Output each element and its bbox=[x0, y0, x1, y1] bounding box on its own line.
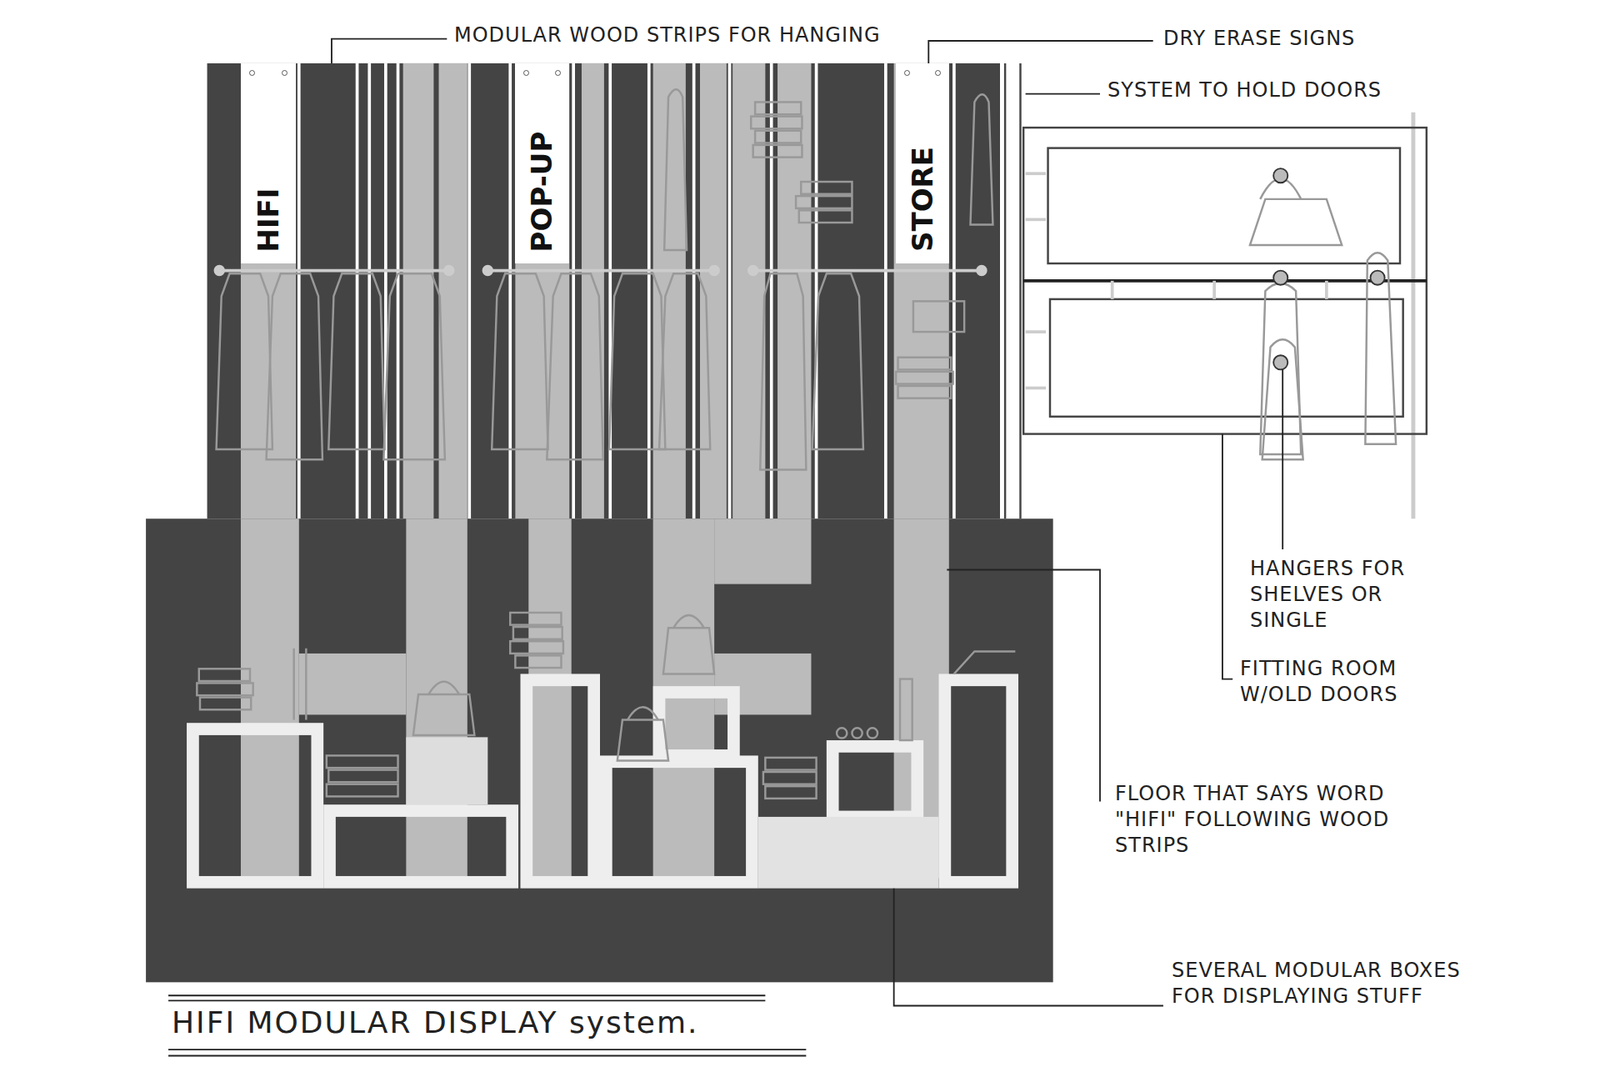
dry-erase-sign: HIFI bbox=[240, 63, 296, 264]
callout-label: FITTING ROOM W/OLD DOORS bbox=[1240, 655, 1450, 708]
screw-dot bbox=[935, 70, 941, 76]
callout-label: SEVERAL MODULAR BOXES FOR DISPLAYING STU… bbox=[1171, 957, 1468, 1010]
screw-dot bbox=[555, 70, 561, 76]
callout-label: MODULAR WOOD STRIPS FOR HANGING bbox=[454, 22, 881, 49]
callout-label: DRY ERASE SIGNS bbox=[1163, 25, 1355, 52]
callout-label: FLOOR THAT SAYS WORD "HIFI" FOLLOWING WO… bbox=[1115, 780, 1432, 860]
sign-text: POP-UP bbox=[525, 130, 560, 252]
dry-erase-sign: POP-UP bbox=[515, 63, 570, 264]
callout-label: SYSTEM TO HOLD DOORS bbox=[1107, 77, 1382, 104]
diagram-title: HIFI MODULAR DISPLAY system. bbox=[171, 1005, 700, 1040]
sign-text: STORE bbox=[905, 146, 940, 252]
screw-dot bbox=[281, 70, 288, 76]
sign-text: HIFI bbox=[251, 187, 285, 252]
screw-dot bbox=[904, 70, 910, 76]
callout-label: HANGERS FOR SHELVES OR SINGLE bbox=[1250, 555, 1455, 635]
screw-dot bbox=[523, 70, 530, 76]
dry-erase-sign: STORE bbox=[895, 63, 950, 264]
screw-dot bbox=[249, 70, 255, 76]
